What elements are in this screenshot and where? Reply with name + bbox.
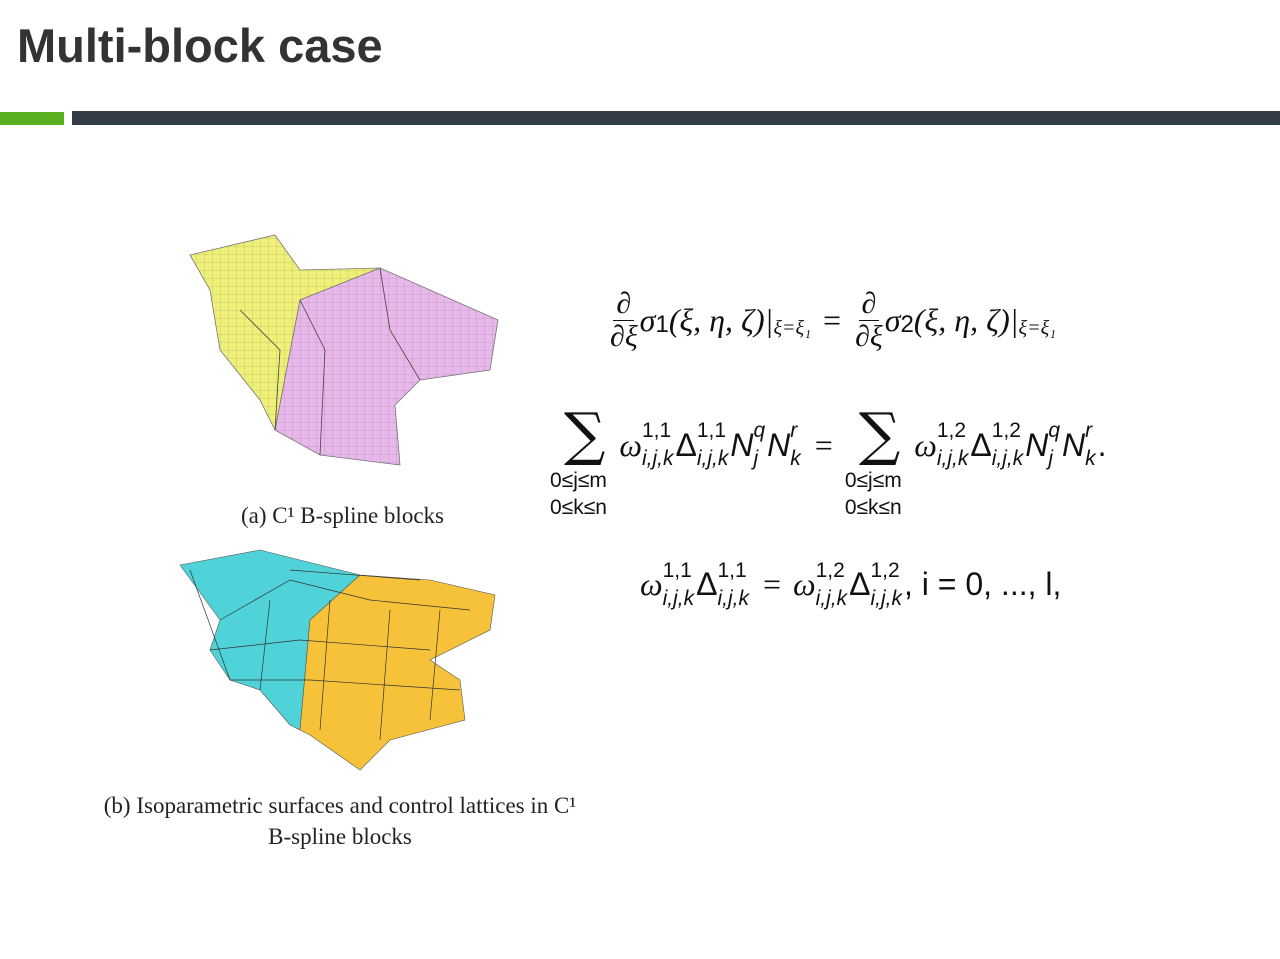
figure-b-caption: (b) Isoparametric surfaces and control l… (40, 790, 640, 852)
cyan-surface (179, 549, 361, 731)
partial-fraction-left: ∂∂ξ (610, 287, 638, 353)
partial-fraction-right: ∂∂ξ (855, 287, 883, 353)
figure-b-caption-line1: (b) Isoparametric surfaces and control l… (103, 793, 577, 818)
title-divider-bar (72, 111, 1280, 125)
pink-block (274, 267, 499, 466)
orange-surface (299, 574, 496, 771)
figure-a-bspline-blocks (189, 234, 499, 466)
figure-b-isoparametric-surfaces (179, 549, 496, 771)
figure-a-caption: (a) C¹ B-spline blocks (240, 503, 444, 528)
slide-title: Multi-block case (17, 19, 383, 72)
figure-b-caption-line2: B-spline blocks (268, 824, 412, 849)
title-accent-bar (0, 112, 64, 125)
